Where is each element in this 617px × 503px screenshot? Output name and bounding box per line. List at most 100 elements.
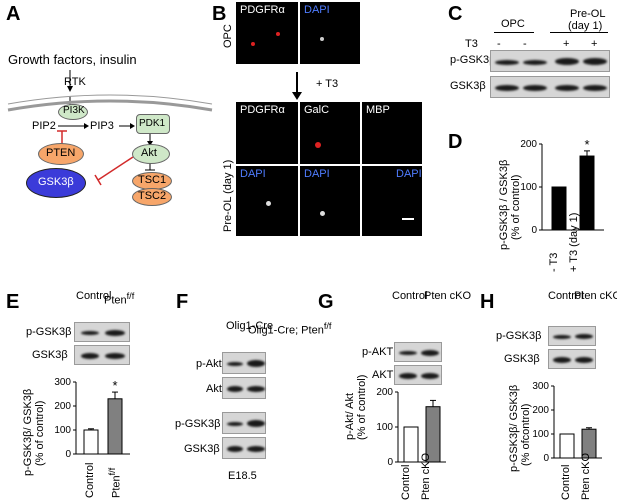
xlabel: + T3 (day 1)	[568, 212, 580, 272]
panel-label-h: H	[480, 291, 495, 313]
bar	[425, 406, 441, 463]
y-tick-label: 0	[543, 453, 549, 464]
panel-label-f: F	[176, 291, 189, 313]
lane-label: Olig1-Cre; Ptenf/f	[248, 320, 331, 337]
chart-ylabel: p-GSK3β / GSK3β	[498, 159, 510, 250]
micro-caption: GalC	[304, 104, 330, 116]
group-pre-ol-l1: Pre-OL	[570, 8, 606, 20]
y-tick-label: 200	[54, 401, 71, 412]
bar	[579, 155, 595, 231]
node-tsc2-shape	[132, 188, 172, 206]
micro-pre-mbp: MBP	[362, 102, 422, 164]
y-tick-label: 200	[520, 139, 537, 150]
blot-strip	[74, 345, 130, 365]
node-gsk3b: GSK3β	[38, 176, 74, 188]
blot-strip	[394, 365, 442, 385]
xlabel: - T3	[548, 252, 560, 272]
row-label: Akt	[206, 383, 222, 395]
y-tick-label: 300	[54, 377, 71, 388]
group-bar	[550, 32, 608, 33]
bar	[559, 433, 575, 459]
blot-strip	[548, 326, 596, 346]
row-label: p-AKT	[362, 346, 394, 358]
lane-label: Ptenf/f	[104, 290, 134, 307]
micro-pre-dapi-2: DAPI	[300, 166, 360, 236]
y-tick-label: 100	[520, 182, 537, 193]
node-pdk1-shape	[136, 114, 170, 134]
y-tick-label: 100	[532, 429, 549, 440]
bar	[107, 398, 123, 455]
node-akt-shape	[132, 144, 170, 164]
micro-pre-dapi-1: DAPI	[236, 166, 298, 236]
y-tick-label: 200	[376, 387, 393, 398]
stage-label: E18.5	[228, 470, 257, 482]
group-opc: OPC	[501, 18, 525, 30]
micro-pre-pdgfra: PDGFRα	[236, 102, 298, 164]
row-label: GSK3β	[504, 353, 540, 365]
micro-caption: MBP	[366, 104, 390, 116]
pathway-title: Growth factors, insulin	[8, 52, 137, 67]
group-pre-ol-l2: (day 1)	[568, 20, 603, 32]
scale-bar	[402, 218, 414, 220]
xlabel: Pten cKO	[580, 452, 592, 500]
node-pten: PTEN	[46, 147, 76, 159]
row-label: GSK3β	[450, 80, 486, 92]
bar	[403, 426, 419, 463]
panel-label-c: C	[448, 3, 463, 25]
y-tick-label: 100	[376, 422, 393, 433]
node-pip2: PIP2	[32, 120, 56, 132]
t3-sign: +	[591, 38, 598, 50]
bar	[83, 429, 99, 455]
micro-caption: DAPI	[304, 4, 330, 16]
treatment-arrow	[296, 72, 298, 94]
lane-sup: f/f	[126, 291, 135, 301]
blot-strip	[222, 377, 266, 399]
panel-label-b: B	[212, 3, 227, 25]
micro-pre-galc: GalC	[300, 102, 360, 164]
lane-sup: f/f	[323, 321, 332, 331]
row-label: p-GSK3β	[496, 330, 542, 342]
panel-label-a: A	[6, 3, 21, 25]
y-tick-label: 0	[387, 457, 393, 468]
row-label-opc: OPC	[222, 24, 234, 48]
t3-sign: -	[497, 38, 501, 50]
lane-label: Control	[392, 290, 428, 302]
row-label: AKT	[372, 369, 394, 381]
blot-strip	[74, 322, 130, 342]
row-label: GSK3β	[184, 443, 220, 455]
lane-name: Pten	[104, 294, 127, 307]
node-akt: Akt	[141, 147, 157, 159]
treatment-label: + T3	[316, 78, 339, 90]
micro-pre-dapi-3: DAPI	[362, 166, 422, 236]
bar	[551, 186, 567, 231]
t3-label: T3	[465, 38, 478, 50]
lane-label: Pten cKO	[574, 290, 617, 302]
chart-ylabel: p-Akt/ Akt	[344, 392, 356, 440]
row-label: p-GSK3β	[450, 54, 496, 66]
chart-g: 0 100 200	[376, 387, 446, 468]
row-label-pre-ol: Pre-OL (day 1)	[222, 159, 234, 232]
blot-strip	[222, 437, 266, 459]
bar	[581, 428, 597, 459]
y-tick-label: 100	[54, 425, 71, 436]
y-tick-label: 0	[65, 449, 71, 460]
lane-label: Control	[548, 290, 584, 302]
node-pdk1: PDK1	[139, 118, 166, 129]
pathway-diagram	[7, 70, 213, 186]
node-pten-shape	[38, 143, 84, 165]
node-gsk3b-shape	[26, 168, 86, 198]
xlabel: Pten cKO	[420, 452, 432, 500]
micro-caption: DAPI	[304, 168, 330, 180]
t3-sign: +	[563, 38, 570, 50]
chart-ylabel: (% of control)	[34, 400, 46, 466]
row-label: p-GSK3β	[175, 418, 221, 430]
panel-label-g: G	[318, 291, 334, 313]
xlabel: Ptenf/f	[106, 468, 123, 498]
y-tick-label: 300	[532, 381, 549, 392]
lane-label: Control	[76, 290, 112, 302]
chart-ylabel: p-GSK3β/ GSK3β	[508, 384, 520, 472]
y-tick-label: 0	[531, 225, 537, 236]
micro-caption: DAPI	[396, 168, 422, 180]
